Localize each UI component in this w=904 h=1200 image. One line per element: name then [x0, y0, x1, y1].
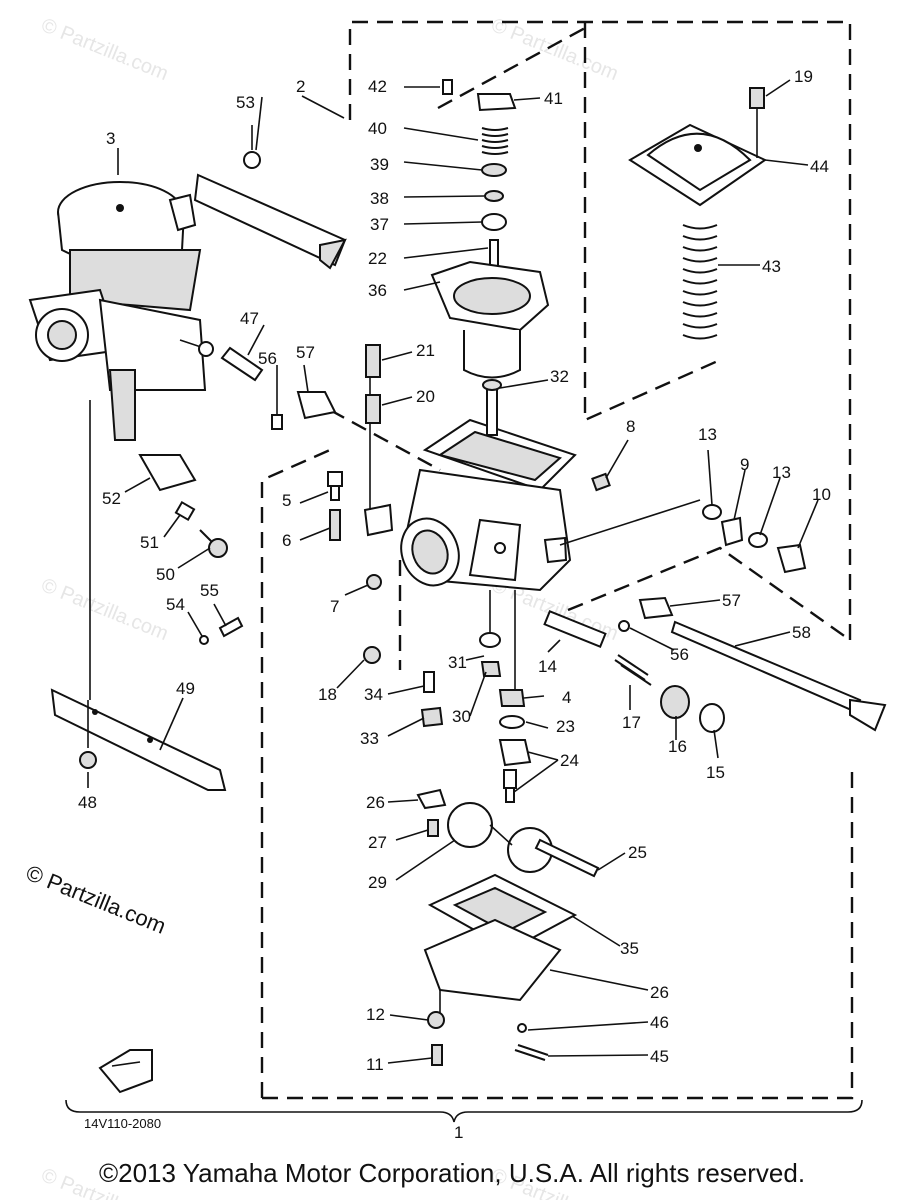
callout-label: 36: [368, 281, 387, 300]
callout-label: 1: [454, 1123, 463, 1142]
callout-label: 12: [366, 1005, 385, 1024]
callout-label: 4: [562, 688, 571, 707]
copyright-notice: ©2013 Yamaha Motor Corporation, U.S.A. A…: [98, 1158, 806, 1188]
callout-label: 19: [794, 67, 813, 86]
callout-label: 49: [176, 679, 195, 698]
callout-label: 15: [706, 763, 725, 782]
callout-label: 3: [106, 129, 115, 148]
mount-bracket-illustration: [50, 688, 227, 791]
diagram-code: 14V110-2080: [84, 1116, 162, 1131]
callout-label: 53: [236, 93, 255, 112]
callout-label: 30: [452, 707, 471, 726]
vacuum-piston-illustration: [430, 79, 550, 436]
assembly-bracket: [65, 1099, 863, 1123]
callout-label: 50: [156, 565, 175, 584]
carburetor-body-illustration: [363, 350, 577, 690]
float-bowl-illustration: [363, 632, 600, 1066]
callout-label: 5: [282, 491, 291, 510]
callout-label: 40: [368, 119, 387, 138]
callout-label: 11: [366, 1055, 384, 1074]
callout-label: 47: [240, 309, 259, 328]
choke-shaft-illustration: [543, 596, 887, 733]
callout-label: 7: [330, 597, 339, 616]
callout-label: 56: [670, 645, 689, 664]
callout-label: 26: [366, 793, 385, 812]
callout-label: 46: [650, 1013, 669, 1032]
callout-label: 32: [550, 367, 569, 386]
callout-label: 51: [140, 533, 159, 552]
callout-label: 27: [368, 833, 387, 852]
callout-label: 41: [544, 89, 563, 108]
callout-label: 26: [650, 983, 669, 1002]
carburetor-assembly-illustration: [28, 181, 214, 700]
callout-label: 42: [368, 77, 387, 96]
callout-label: 31: [448, 653, 467, 672]
callout-label: 45: [650, 1047, 669, 1066]
faint-watermark: © Partzilla.com: [38, 574, 171, 645]
callout-label: 8: [626, 417, 635, 436]
callout-label: 57: [296, 343, 315, 362]
callout-label: 20: [416, 387, 435, 406]
bar-bracket-illustration: [193, 125, 347, 270]
callout-label: 17: [622, 713, 641, 732]
callout-label: 54: [166, 595, 185, 614]
callout-labels: 1 2 3 4 5 6 7 8 9 10 11 12 13 13 14 15 1…: [78, 67, 831, 1142]
dashed-boundaries: [260, 20, 854, 1100]
callout-label: 58: [792, 623, 811, 642]
callout-label: 24: [560, 751, 579, 770]
callout-label: 56: [258, 349, 277, 368]
callout-label: 21: [416, 341, 435, 360]
screws-illustration: [327, 344, 382, 590]
callout-label: 34: [364, 685, 383, 704]
callout-label: 37: [370, 215, 389, 234]
top-cover-illustration: [628, 87, 768, 340]
callout-label: 25: [628, 843, 647, 862]
callout-label: 18: [318, 685, 337, 704]
callout-label: 23: [556, 717, 575, 736]
callout-label: 43: [762, 257, 781, 276]
callout-label: 55: [200, 581, 219, 600]
callout-label: 38: [370, 189, 389, 208]
right-side-parts-illustration: [559, 472, 807, 574]
callout-label: 13: [698, 425, 717, 444]
callout-label: 2: [296, 77, 305, 96]
faint-watermark: © Partzilla.com: [488, 14, 621, 85]
front-arrow-icon: [98, 1049, 153, 1094]
callout-label: 52: [102, 489, 121, 508]
callout-label: 14: [538, 657, 557, 676]
callout-label: 29: [368, 873, 387, 892]
callout-label: 6: [282, 531, 291, 550]
callout-label: 22: [368, 249, 387, 268]
callout-label: 35: [620, 939, 639, 958]
callout-label: 44: [810, 157, 829, 176]
leader-lines: [87, 79, 819, 1064]
throttle-screw-illustration: [138, 454, 244, 645]
callout-label: 39: [370, 155, 389, 174]
callout-label: 48: [78, 793, 97, 812]
callout-label: 16: [668, 737, 687, 756]
callout-label: 33: [360, 729, 379, 748]
callout-label: 13: [772, 463, 791, 482]
callout-label: 10: [812, 485, 831, 504]
callout-label: 57: [722, 591, 741, 610]
callout-label: 9: [740, 455, 749, 474]
link-parts-illustration: [220, 346, 337, 430]
faint-watermark: © Partzilla.com: [38, 14, 171, 85]
